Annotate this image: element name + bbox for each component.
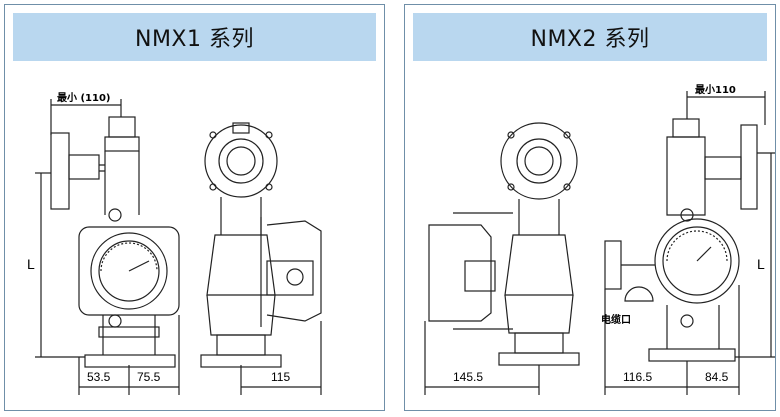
- nmx1-length-label: L: [27, 256, 35, 272]
- nmx2-drawing: 最小110 L 电缆口 145.5 116.5 84.5: [424, 83, 775, 395]
- nmx1-panel: NMX1 系列: [4, 4, 385, 411]
- nmx2-min-label: 最小110: [695, 83, 736, 96]
- nmx2-length-label: L: [757, 256, 765, 272]
- nmx1-drawing: 最小 (110) L 53.5 75.5 115: [27, 91, 322, 395]
- nmx1-title: NMX1 系列: [13, 13, 376, 61]
- nmx1-min-label: 最小 (110): [57, 91, 111, 104]
- nmx2-dim-right: 84.5: [705, 370, 729, 384]
- nmx2-panel: NMX2 系列: [404, 4, 776, 411]
- nmx2-cable-label: 电缆口: [601, 313, 631, 326]
- nmx1-dim-left: 53.5: [87, 370, 111, 384]
- nmx2-title: NMX2 系列: [413, 13, 767, 61]
- nmx2-dim-front: 145.5: [453, 370, 483, 384]
- nmx1-dim-right: 75.5: [137, 370, 161, 384]
- nmx2-dim-left: 116.5: [623, 370, 652, 384]
- nmx1-dim-side: 115: [271, 370, 290, 384]
